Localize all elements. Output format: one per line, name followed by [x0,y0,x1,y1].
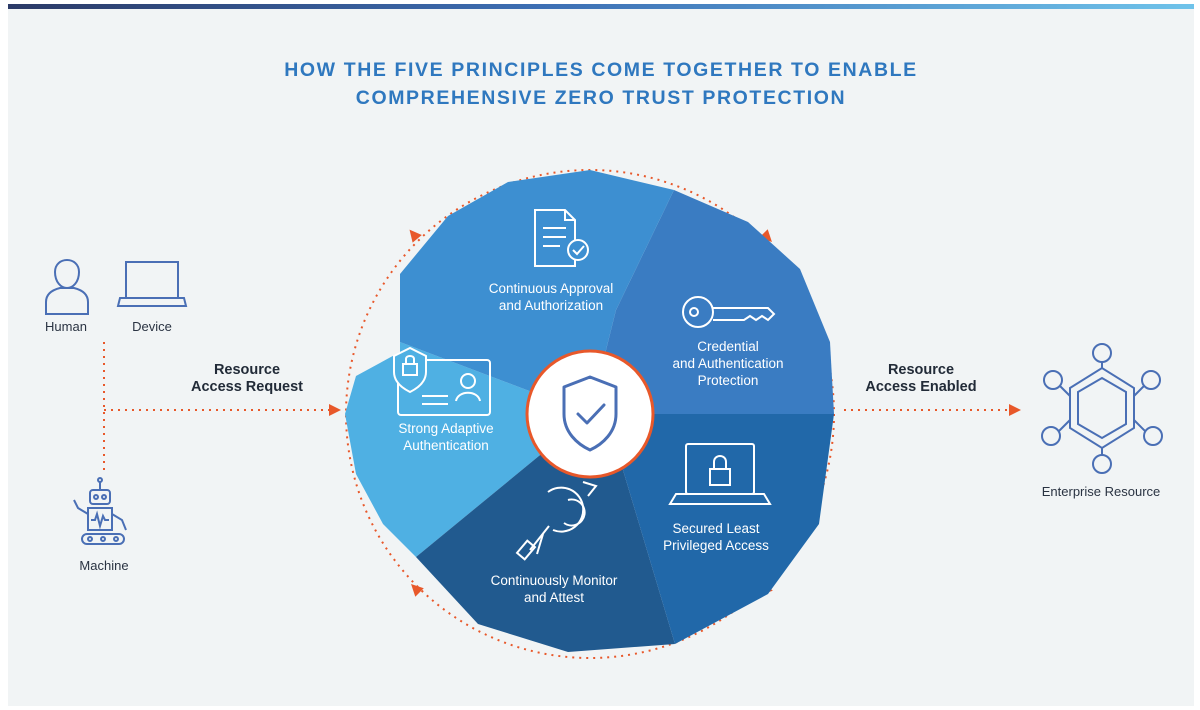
monitor-line-2: and Attest [523,590,585,605]
access-request-line-1: Resource [213,362,281,378]
approval-line-2: and Authorization [498,298,604,313]
orbit-arrow-top-left [409,229,422,243]
segment-continuous-approval [400,170,674,414]
laptop-lock-icon [668,443,772,505]
credential-line-1: Credential [697,339,759,354]
segment-least-privilege [590,414,834,644]
diagram-title: HOW THE FIVE PRINCIPLES COME TOGETHER TO… [8,56,1194,112]
orbit-arrow-bottom-left [411,584,424,597]
approval-label: Continuous Approval and Authorization [474,280,628,314]
human-label: Human [45,319,87,334]
access-request-line-2: Access Request [190,379,304,395]
shield-check-icon [562,375,618,452]
credential-line-3: Protection [697,373,759,388]
segment-credential-protection [590,190,834,414]
adaptive-line-1: Strong Adaptive [398,421,494,436]
document-check-icon [534,209,589,267]
id-card-lock-icon [393,346,491,416]
enabled-arrowhead [1009,404,1021,416]
title-line-2: COMPREHENSIVE ZERO TRUST PROTECTION [355,87,847,109]
enterprise-resource-label: Enterprise Resource [1041,484,1161,499]
least-privilege-line-2: Privileged Access [663,538,769,553]
key-icon [682,296,776,328]
approval-line-1: Continuous Approval [488,281,614,296]
machine-robot-icon [73,477,127,545]
device-laptop-icon [116,261,188,307]
human-icon [45,259,89,315]
enterprise-network-icon [1041,343,1163,474]
least-privilege-line-1: Secured Least [672,521,760,536]
monitor-magnifier-icon [515,481,598,561]
credential-line-2: and Authentication [672,356,784,371]
adaptive-line-2: Authentication [403,438,489,453]
request-arrowhead [329,404,341,416]
device-label: Device [132,319,172,334]
access-enabled-line-2: Access Enabled [865,379,977,395]
top-accent-bar [8,4,1194,9]
diagram-canvas: HOW THE FIVE PRINCIPLES COME TOGETHER TO… [8,4,1194,706]
monitor-line-1: Continuously Monitor [490,573,618,588]
access-enabled-line-1: Resource [887,362,955,378]
access-enabled-label: Resource Access Enabled [850,362,992,396]
credential-label: Credential and Authentication Protection [658,338,798,389]
monitor-label: Continuously Monitor and Attest [474,572,634,606]
least-privilege-label: Secured Least Privileged Access [652,520,780,554]
adaptive-label: Strong Adaptive Authentication [382,420,510,454]
title-line-1: HOW THE FIVE PRINCIPLES COME TOGETHER TO… [284,59,918,81]
request-connector [103,342,332,474]
machine-label: Machine [79,558,129,573]
access-request-label: Resource Access Request [172,362,322,396]
center-badge [525,349,655,479]
zero-trust-diagram [45,169,1163,659]
